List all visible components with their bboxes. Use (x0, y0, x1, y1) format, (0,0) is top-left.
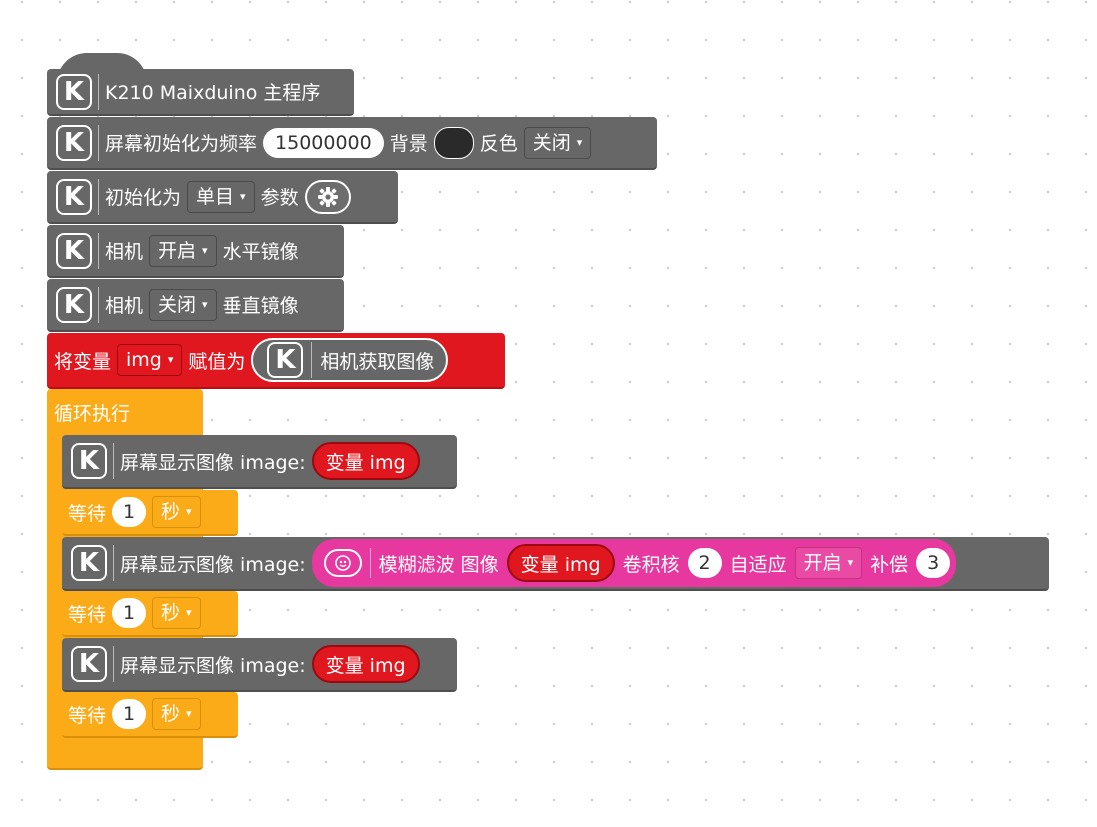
wait-block-2[interactable]: 等待 1 秒 ▾ (62, 591, 238, 637)
wait-label: 等待 (68, 603, 107, 626)
k-logo-icon: K (56, 73, 92, 110)
init-mode-block[interactable]: K 初始化为 单目 ▾ 参数 (47, 171, 398, 224)
wait-block-1[interactable]: 等待 1 秒 ▾ (62, 490, 238, 536)
assign-label: 赋值为 (188, 350, 246, 373)
set-variable-block[interactable]: 将变量 img ▾ 赋值为 K 相机获取图像 (47, 333, 505, 389)
params-label: 参数 (260, 187, 299, 209)
frequency-input[interactable]: 15000000 (263, 127, 384, 158)
kernel-label: 卷积核 (622, 553, 680, 576)
divider (113, 545, 114, 581)
eye-icon (323, 549, 362, 577)
offset-label: 补偿 (870, 553, 909, 576)
divider (113, 443, 114, 479)
init-label: 初始化为 (105, 187, 182, 209)
main-program-label: K210 Maixduino 主程序 (105, 82, 321, 104)
divider (311, 342, 313, 378)
chevron-down-icon: ▾ (240, 189, 246, 203)
k-logo-icon: K (71, 443, 107, 479)
wait-unit-dropdown[interactable]: 秒 ▾ (152, 496, 201, 528)
vflip-label: 垂直镜像 (222, 295, 299, 317)
init-mode-dropdown[interactable]: 单目 ▾ (187, 180, 255, 213)
variable-img-pill[interactable]: 变量 img (311, 442, 420, 480)
k-logo-icon: K (56, 232, 92, 269)
k-logo-icon: K (56, 124, 92, 161)
invert-dropdown[interactable]: 关闭 ▾ (523, 126, 592, 159)
blur-filter-block[interactable]: 模糊滤波 图像 变量 img 卷积核 2 自适应 开启 ▾ 补偿 3 (311, 539, 957, 587)
wait-unit-value: 秒 (161, 501, 181, 523)
k-logo-icon: K (71, 646, 107, 682)
hmirror-dropdown[interactable]: 开启 ▾ (149, 234, 217, 267)
background-color-swatch[interactable] (433, 126, 474, 159)
chevron-down-icon: ▾ (186, 505, 192, 518)
k-logo-icon: K (267, 342, 304, 378)
display-image-block-3[interactable]: K 屏幕显示图像 image: 变量 img (62, 638, 457, 692)
wait-label: 等待 (68, 502, 107, 525)
kernel-input[interactable]: 2 (687, 548, 722, 578)
k-logo-icon: K (56, 286, 92, 323)
divider (98, 124, 99, 161)
set-variable-label: 将变量 (54, 350, 112, 373)
loop-label: 循环执行 (54, 402, 131, 425)
variable-img-pill[interactable]: 变量 img (311, 645, 420, 683)
chevron-down-icon: ▾ (186, 606, 192, 619)
adaptive-value: 开启 (803, 552, 842, 574)
k-logo-icon: K (56, 178, 92, 215)
camera-snapshot-block[interactable]: K 相机获取图像 (251, 338, 449, 382)
chevron-down-icon: ▾ (847, 556, 854, 569)
wait-label: 等待 (68, 704, 107, 727)
variable-img-pill[interactable]: 变量 img (506, 544, 615, 582)
gear-icon[interactable] (304, 179, 351, 214)
wait-unit-dropdown[interactable]: 秒 ▾ (152, 698, 201, 730)
main-program-block[interactable]: K K210 Maixduino 主程序 (47, 69, 354, 116)
chevron-down-icon: ▾ (576, 135, 583, 149)
adaptive-label: 自适应 (729, 553, 787, 576)
divider (98, 286, 99, 323)
wait-seconds-input[interactable]: 1 (112, 497, 147, 527)
display-image-label: 屏幕显示图像 image: (120, 553, 306, 576)
k-logo-icon: K (71, 545, 107, 581)
init-mode-value: 单目 (196, 185, 235, 208)
chevron-down-icon: ▾ (202, 243, 208, 257)
chevron-down-icon: ▾ (202, 297, 208, 311)
camera-snapshot-label: 相机获取图像 (320, 350, 435, 373)
camera-hmirror-block[interactable]: K 相机 开启 ▾ 水平镜像 (47, 225, 344, 278)
vflip-value: 关闭 (158, 293, 197, 316)
wait-unit-dropdown[interactable]: 秒 ▾ (152, 597, 201, 629)
display-image-label: 屏幕显示图像 image: (120, 654, 306, 677)
divider (113, 646, 114, 682)
wait-unit-value: 秒 (161, 703, 181, 725)
divider (98, 178, 99, 215)
wait-seconds-input[interactable]: 1 (112, 598, 147, 628)
invert-label: 反色 (479, 133, 518, 155)
invert-value: 关闭 (532, 131, 571, 154)
chevron-down-icon: ▾ (167, 353, 174, 366)
adaptive-dropdown[interactable]: 开启 ▾ (794, 547, 863, 579)
offset-input[interactable]: 3 (916, 548, 951, 578)
hmirror-value: 开启 (158, 239, 197, 262)
chevron-down-icon: ▾ (186, 707, 192, 720)
wait-block-3[interactable]: 等待 1 秒 ▾ (62, 692, 238, 738)
hmirror-label: 水平镜像 (222, 241, 299, 263)
wait-unit-value: 秒 (161, 602, 181, 624)
camera-label: 相机 (105, 241, 144, 263)
variable-dropdown[interactable]: img ▾ (117, 344, 183, 376)
variable-name: img (126, 349, 162, 371)
display-image-label: 屏幕显示图像 image: (120, 451, 306, 474)
divider (98, 232, 99, 269)
screen-init-block[interactable]: K 屏幕初始化为频率 15000000 背景 反色 关闭 ▾ (47, 117, 657, 170)
blur-label: 模糊滤波 图像 (378, 553, 499, 576)
display-image-block-1[interactable]: K 屏幕显示图像 image: 变量 img (62, 435, 457, 489)
vflip-dropdown[interactable]: 关闭 ▾ (149, 288, 217, 321)
camera-vflip-block[interactable]: K 相机 关闭 ▾ 垂直镜像 (47, 279, 344, 332)
divider (98, 73, 99, 110)
background-label: 背景 (389, 133, 428, 155)
divider (369, 548, 371, 578)
screen-init-label: 屏幕初始化为频率 (105, 133, 258, 155)
display-image-block-2[interactable]: K 屏幕显示图像 image: 模糊滤波 图像 变量 img 卷积核 2 自适应… (62, 537, 1049, 591)
wait-seconds-input[interactable]: 1 (112, 699, 147, 729)
camera-label: 相机 (105, 295, 144, 317)
